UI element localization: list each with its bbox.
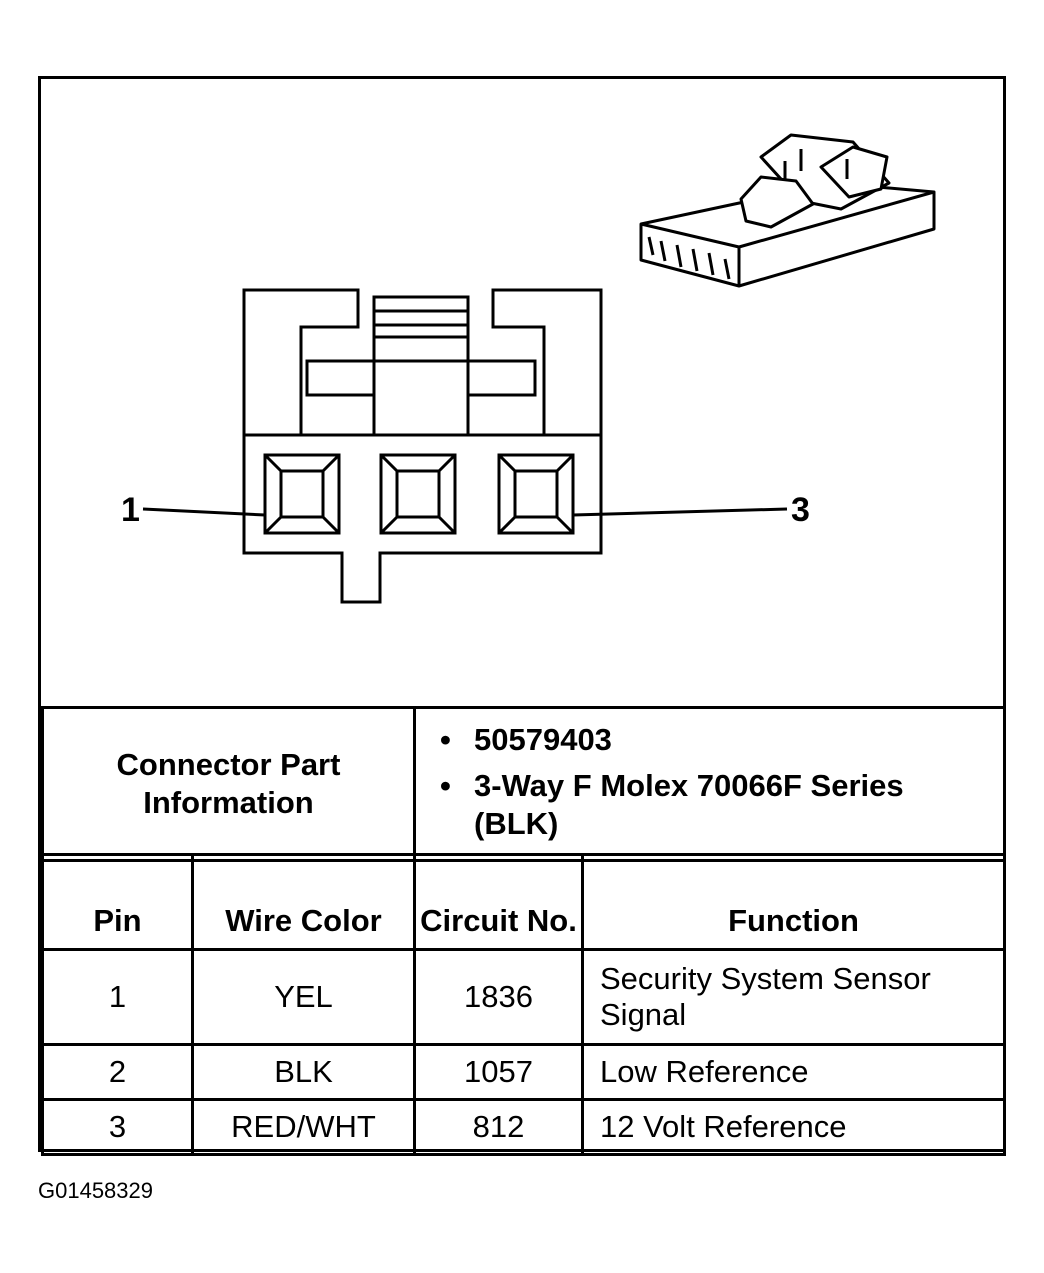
pin-table: Pin Wire Color Circuit No. Function 1 YE… xyxy=(41,853,1006,1156)
connector-part-info-table: Connector Part Information 50579403 3-Wa… xyxy=(41,706,1006,862)
circuit-cell: 812 xyxy=(413,1098,584,1156)
figure-code: G01458329 xyxy=(38,1178,153,1203)
latch-arm-right xyxy=(466,359,537,397)
pin-3-label: 3 xyxy=(791,491,810,529)
col-header-function: Function xyxy=(581,853,1006,951)
connector-part-info-values: 50579403 3-Way F Molex 70066F Series (BL… xyxy=(413,706,1006,862)
cavity-1 xyxy=(263,453,341,535)
col-header-pin: Pin xyxy=(41,853,194,951)
function-cell: 12 Volt Reference xyxy=(581,1098,1006,1156)
connector-description: 3-Way F Molex 70066F Series (BLK) xyxy=(440,767,993,843)
circuit-cell: 1836 xyxy=(413,948,584,1046)
wire-color-cell: BLK xyxy=(191,1043,416,1101)
function-cell: Low Reference xyxy=(581,1043,1006,1101)
connector-face-view xyxy=(142,133,936,604)
wire-color-cell: YEL xyxy=(191,948,416,1046)
pin-cell: 3 xyxy=(41,1098,194,1156)
pin-cell: 2 xyxy=(41,1043,194,1101)
pin-1-label: 1 xyxy=(121,491,140,529)
col-header-circuit: Circuit No. xyxy=(413,853,584,951)
connector-part-info-label: Connector Part Information xyxy=(41,706,416,862)
part-number: 50579403 xyxy=(440,721,993,759)
table-row: 3 RED/WHT 812 12 Volt Reference xyxy=(41,1098,1006,1156)
pin-1-leader xyxy=(142,507,266,517)
connector-body-outline xyxy=(242,288,603,604)
wire-color-cell: RED/WHT xyxy=(191,1098,416,1156)
table-row: 1 YEL 1836 Security System Sensor Signal xyxy=(41,948,1006,1046)
pin-table-header-row: Pin Wire Color Circuit No. Function xyxy=(41,853,1006,951)
circuit-cell: 1057 xyxy=(413,1043,584,1101)
table-row: 2 BLK 1057 Low Reference xyxy=(41,1043,1006,1101)
cavity-3 xyxy=(497,453,575,535)
pin-3-leader xyxy=(572,507,788,517)
pin-cell: 1 xyxy=(41,948,194,1046)
col-header-wire-color: Wire Color xyxy=(191,853,416,951)
latch-tower xyxy=(372,295,470,437)
latch-arm-left xyxy=(305,359,376,397)
function-cell: Security System Sensor Signal xyxy=(581,948,1006,1046)
connector-iso-sketch xyxy=(639,133,936,288)
cavity-2 xyxy=(379,453,457,535)
connector-diagram: 1 3 xyxy=(41,79,1003,707)
diagram-frame: 1 3 Connector Part Information 50579403 … xyxy=(38,76,1006,1156)
